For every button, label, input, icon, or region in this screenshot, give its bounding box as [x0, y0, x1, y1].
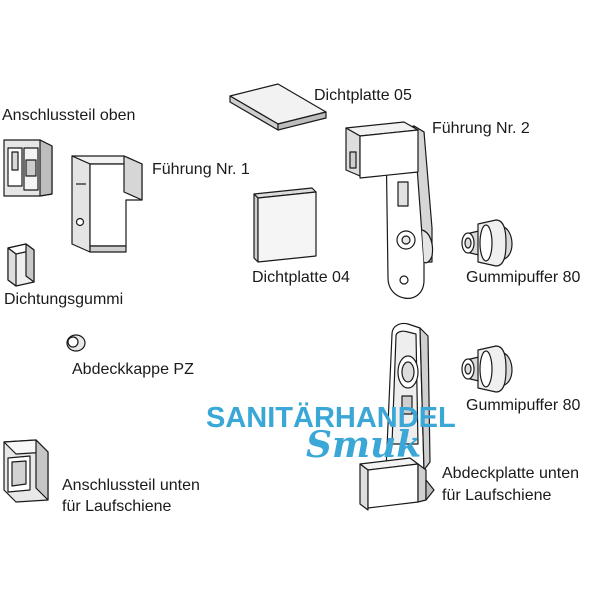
abdeckplatte-unten-part — [359, 322, 435, 511]
label-gummipuffer-80-lower: Gummipuffer 80 — [466, 397, 581, 414]
label-gummipuffer-80-upper: Gummipuffer 80 — [466, 269, 581, 286]
label-abdeckplatte-unten-line2: für Laufschiene — [442, 487, 552, 504]
abdeckkappe-pz-part — [66, 334, 86, 352]
label-fuehrung-2: Führung Nr. 2 — [432, 120, 530, 137]
fuehrung-1-part — [71, 155, 143, 253]
label-dichtplatte-04: Dichtplatte 04 — [252, 269, 350, 286]
label-abdeckplatte-unten-line1: Abdeckplatte unten — [442, 465, 579, 482]
anschlussteil-oben-part — [3, 139, 53, 197]
label-fuehrung-1: Führung Nr. 1 — [152, 161, 250, 178]
dichtplatte-05-part — [229, 83, 327, 131]
gummipuffer-80-upper-part — [461, 219, 513, 267]
label-dichtplatte-05: Dichtplatte 05 — [314, 87, 412, 104]
label-dichtungsgummi: Dichtungsgummi — [4, 291, 124, 308]
watermark-line2: Smuk — [306, 424, 422, 466]
label-anschlussteil-unten-line2: für Laufschiene — [62, 498, 172, 515]
label-abdeckkappe-pz: Abdeckkappe PZ — [72, 361, 194, 378]
dichtungsgummi-part — [7, 243, 35, 287]
watermark-line1: SANITÄRHANDEL — [206, 402, 456, 434]
label-anschlussteil-oben: Anschlussteil oben — [2, 107, 136, 124]
anschlussteil-unten-part — [3, 439, 49, 503]
fuehrung-2-part — [345, 121, 434, 299]
dichtplatte-04-part — [253, 187, 317, 263]
label-anschlussteil-unten-line1: Anschlussteil unten — [62, 477, 200, 494]
gummipuffer-80-lower-part — [461, 345, 513, 393]
